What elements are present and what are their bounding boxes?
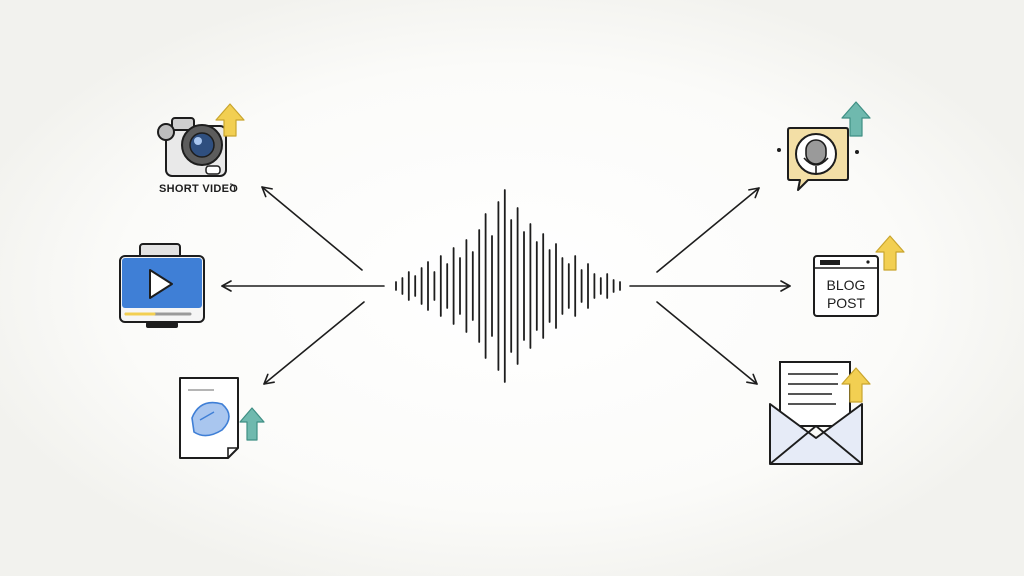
video-camera-icon (157, 117, 227, 177)
document-icon (179, 377, 239, 459)
upload-arrow-icon-teal (841, 101, 871, 137)
upload-arrow-icon (841, 367, 871, 403)
video-player-icon (119, 243, 205, 328)
label-bracket (229, 183, 235, 193)
sound-wave-icon (395, 189, 621, 383)
blog-label-line1: BLOG (827, 277, 866, 293)
upload-arrow-icon-teal (239, 407, 265, 441)
upload-arrow-icon (215, 103, 245, 137)
podcast-chat-icon (777, 127, 859, 191)
upload-arrow-icon (875, 235, 905, 271)
short-video-label: SHORT VIDEO (159, 183, 238, 195)
arrows (221, 186, 791, 385)
arrow-to-short-video (261, 186, 363, 271)
blog-label-line2: POST (827, 295, 866, 311)
arrow-to-newsletter (656, 301, 758, 385)
arrow-to-document (263, 301, 365, 385)
blog-post-icon: BLOG POST (813, 255, 879, 317)
newsletter-envelope-icon (769, 361, 863, 465)
arrow-to-podcast (656, 187, 760, 273)
